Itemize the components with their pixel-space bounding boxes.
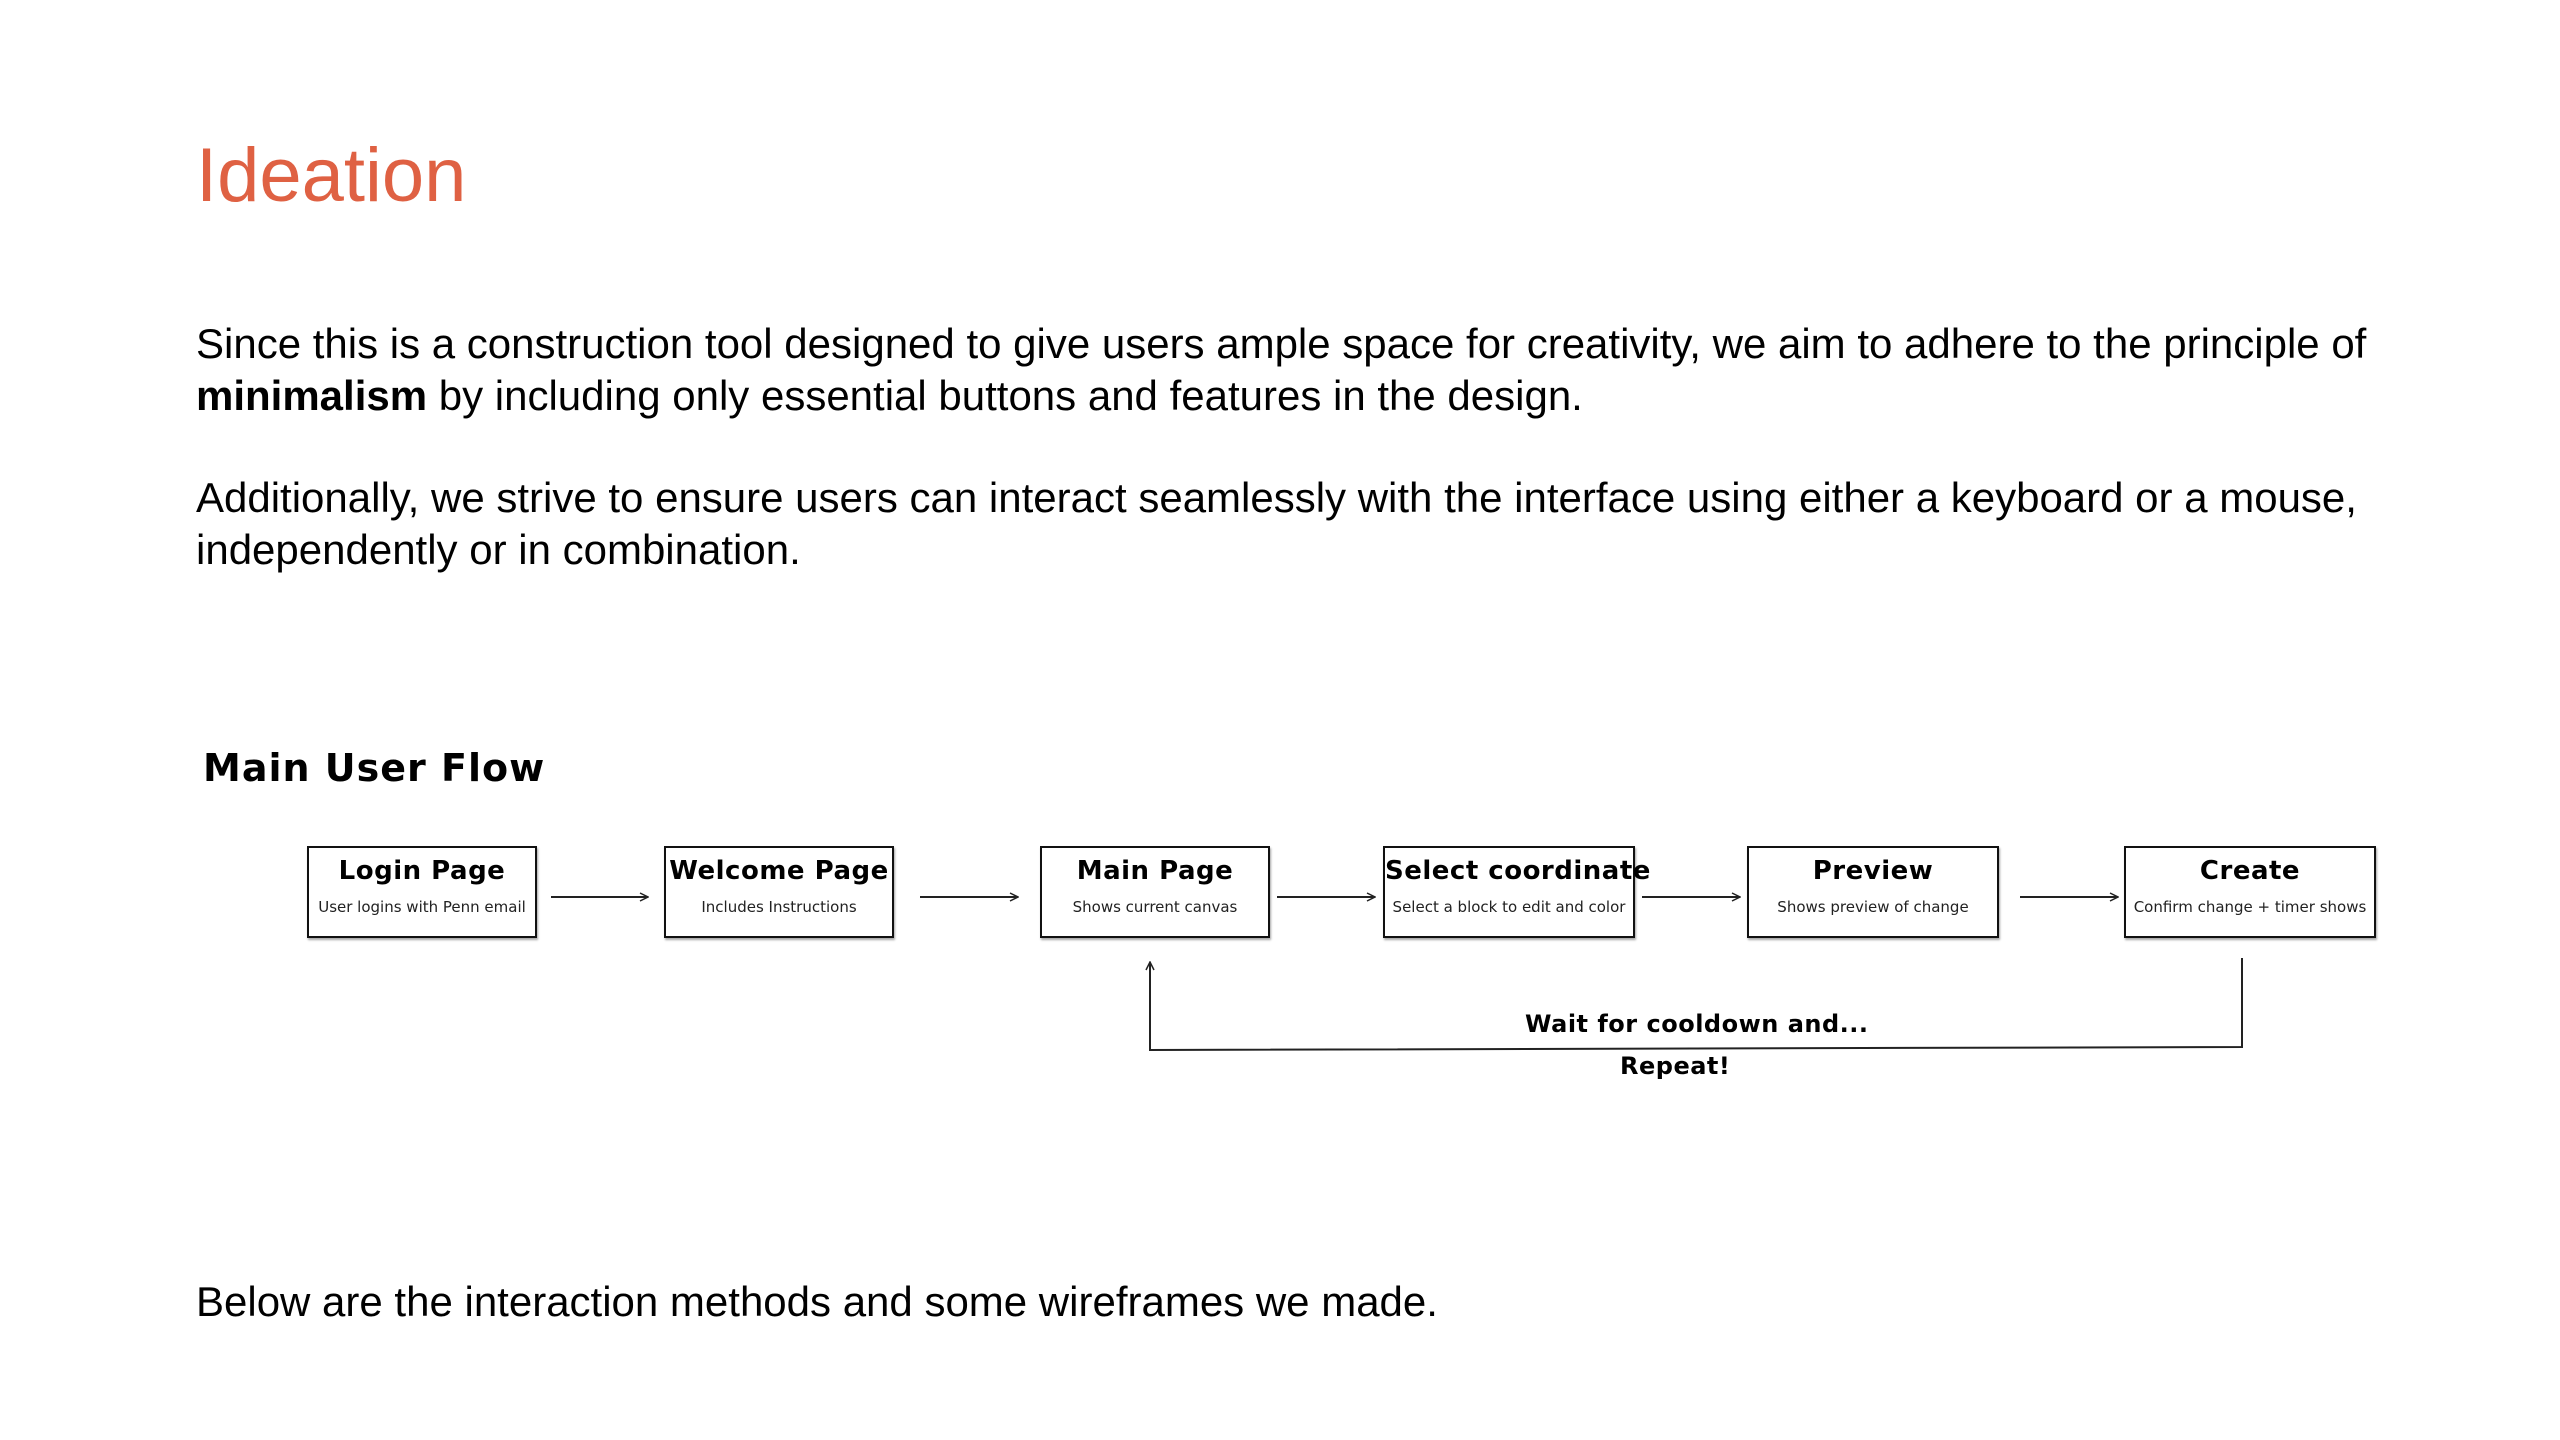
step-subtitle: Shows preview of change [1777,898,1969,916]
step-subtitle: Includes Instructions [701,898,857,916]
step-subtitle: User logins with Penn email [318,898,526,916]
step-title: Select coordinate [1385,856,1651,886]
flow-step-login: Login Page User logins with Penn email [307,846,537,938]
intro-paragraph: Since this is a construction tool design… [196,318,2436,422]
step-title: Welcome Page [669,856,889,886]
flow-step-create: Create Confirm change + timer shows [2124,846,2376,938]
flow-step-welcome: Welcome Page Includes Instructions [664,846,894,938]
loop-label-cooldown: Wait for cooldown and... [1525,1010,1869,1038]
flow-step-select: Select coordinate Select a block to edit… [1383,846,1651,938]
closing-paragraph: Below are the interaction methods and so… [196,1278,1438,1325]
step-title: Main Page [1076,856,1234,886]
intro-bold-term: minimalism [196,372,428,419]
loop-label-repeat: Repeat! [1620,1052,1731,1080]
intro-text-end: by including only essential buttons and … [427,372,1583,419]
intro-text-start: Since this is a construction tool design… [196,320,2367,367]
step-subtitle: Select a block to edit and color [1392,898,1626,916]
interaction-paragraph: Additionally, we strive to ensure users … [196,474,2357,573]
slide-title: Ideation [196,133,467,218]
step-title: Preview [1812,856,1934,886]
flow-step-preview: Preview Shows preview of change [1747,846,1999,938]
step-title: Login Page [338,856,506,886]
step-subtitle: Shows current canvas [1072,898,1238,916]
flow-step-main: Main Page Shows current canvas [1040,846,1270,938]
flow-title: Main User Flow [203,746,546,790]
step-subtitle: Confirm change + timer shows [2133,898,2367,916]
step-title: Create [2199,856,2301,886]
